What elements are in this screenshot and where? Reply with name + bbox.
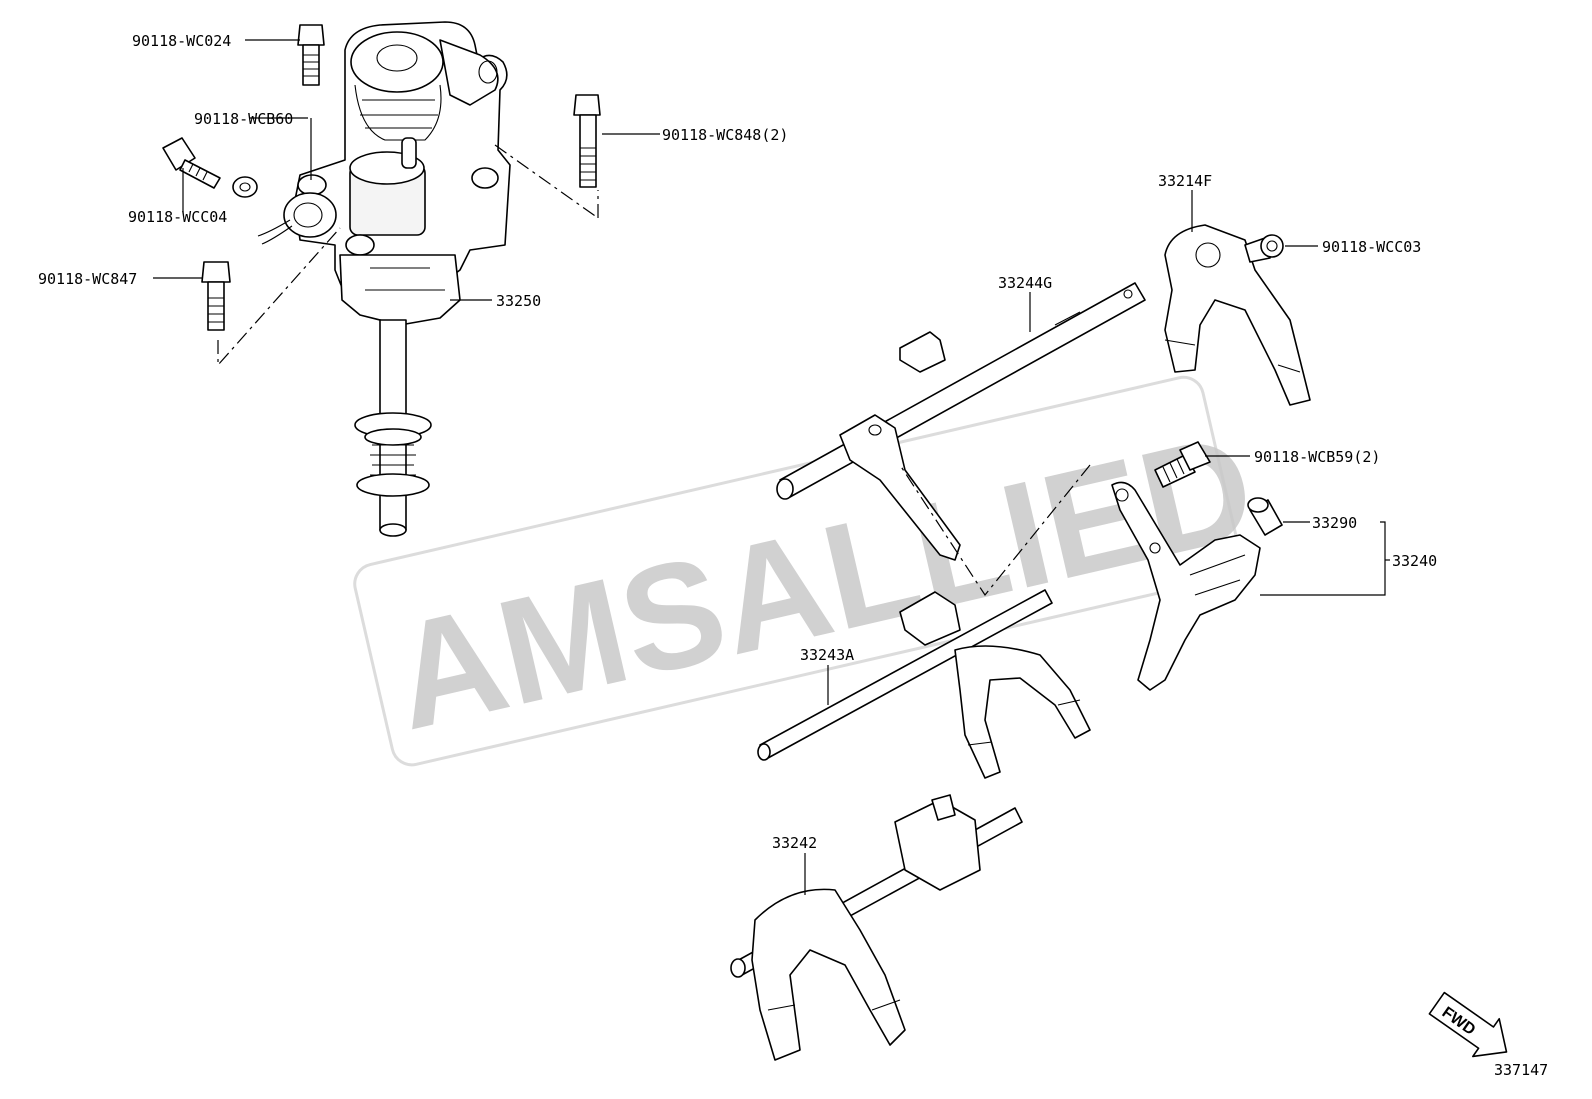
watermark-frame [353, 375, 1243, 767]
connector-wires [257, 219, 293, 245]
bolt-thread [208, 297, 224, 323]
bolt-head [1179, 441, 1211, 471]
callout-labels: 90118-WC024 90118-WCB60 90118-WC848(2) 9… [38, 32, 1437, 852]
bolt-head-center [1266, 240, 1278, 252]
label-33214f: 33214F [1158, 172, 1212, 190]
fwd-arrow-shape [1428, 991, 1508, 1058]
label-33243a: 33243A [800, 646, 854, 664]
rod-lug [899, 331, 946, 373]
fork-pad-lines [1164, 339, 1301, 373]
lever-body [1111, 481, 1261, 691]
label-90118-wcb60: 90118-WCB60 [194, 110, 293, 128]
label-33290: 33290 [1312, 514, 1357, 532]
dash-center [899, 464, 1091, 597]
turret-top [350, 31, 444, 93]
label-90118-wc848: 90118-WC848(2) [662, 126, 788, 144]
bolt-shank [1154, 454, 1196, 488]
fork-body [1164, 224, 1311, 406]
bolt-head [573, 94, 601, 116]
shift-housing-assembly [257, 21, 511, 537]
bolt-head [201, 261, 231, 283]
lower-detail [365, 267, 445, 291]
rod-lug [899, 591, 961, 646]
watermark-text: AMSALLIED [378, 401, 1268, 762]
label-90118-wc847: 90118-WC847 [38, 270, 137, 288]
shift-rod-33243a [757, 589, 1091, 779]
bolt-wcc03 [1244, 234, 1284, 263]
label-33240: 33240 [1392, 552, 1437, 570]
rod-hole [1123, 289, 1133, 299]
label-90118-wcb59: 90118-WCB59(2) [1254, 448, 1380, 466]
fwd-arrow: FWD [1428, 991, 1508, 1058]
housing-arm [439, 39, 499, 106]
bolt-wc847 [201, 261, 231, 331]
diagram-id: 337147 [1494, 1061, 1548, 1079]
rod-fork [751, 888, 906, 1061]
side-boss-right [471, 167, 499, 189]
upper-seat [364, 428, 422, 446]
bolt-wc848 [573, 94, 601, 188]
bolt-head [1260, 234, 1284, 258]
shift-fork-33214f [1164, 224, 1311, 406]
lever-pivot [1115, 488, 1129, 502]
rod-boss-tab [931, 794, 956, 821]
bolt-wcb59 [1154, 441, 1211, 488]
bolt-thread [580, 147, 596, 181]
dash-wc848 [494, 144, 599, 219]
washer-outer [232, 176, 258, 198]
arm-pivot [478, 60, 498, 84]
lever-hole [1149, 542, 1161, 554]
dash-lines [217, 144, 1091, 597]
turret-hole [376, 44, 418, 72]
side-boss-left [297, 174, 327, 196]
pin-top [1247, 497, 1269, 513]
lever-33240 [1111, 481, 1261, 691]
rod-fork-pads [967, 699, 1081, 746]
label-90118-wcc04: 90118-WCC04 [128, 208, 227, 226]
washer-wcb60 [232, 176, 258, 198]
shift-rod-33242 [730, 794, 1023, 1061]
bolt-head [297, 24, 325, 46]
rod-fork-hole [868, 424, 882, 436]
fork-bore [1195, 242, 1221, 268]
leader-33240-bracket [1260, 521, 1386, 596]
label-33250: 33250 [496, 292, 541, 310]
bolt-wc024 [297, 24, 325, 86]
bolt-shank [579, 114, 597, 188]
solenoid-pin [401, 137, 417, 169]
rod-end [757, 743, 771, 761]
lower-washer [356, 473, 430, 497]
washer-inner [239, 182, 251, 192]
label-90118-wc024: 90118-WC024 [132, 32, 231, 50]
rod-end [776, 478, 794, 500]
lower-boss [345, 234, 375, 256]
bolt-thread [188, 163, 208, 181]
bolt-shank [179, 159, 221, 189]
bolt-shank [302, 44, 320, 86]
connector-plug [283, 192, 337, 238]
label-33242: 33242 [772, 834, 817, 852]
rod-fork [954, 645, 1091, 779]
turret-coils [360, 99, 438, 129]
shaft-end [379, 523, 407, 537]
leader-lines [153, 39, 1390, 895]
dash-wc847 [217, 227, 341, 367]
turret-spring [354, 84, 442, 141]
shaft-spring [370, 444, 416, 476]
connector-face [293, 202, 323, 228]
rod-notch [1054, 311, 1081, 326]
bolt-thread [1162, 458, 1185, 483]
watermark: AMSALLIED [353, 375, 1268, 767]
pin-33290 [1247, 497, 1283, 536]
bolt-thread [303, 54, 319, 77]
label-33244g: 33244G [998, 274, 1052, 292]
label-90118-wcc03: 90118-WCC03 [1322, 238, 1421, 256]
rod-end [730, 958, 746, 978]
lever-detail [1189, 554, 1246, 596]
rod-fork-pads [767, 999, 901, 1011]
bolt-wcc04 [162, 137, 221, 189]
